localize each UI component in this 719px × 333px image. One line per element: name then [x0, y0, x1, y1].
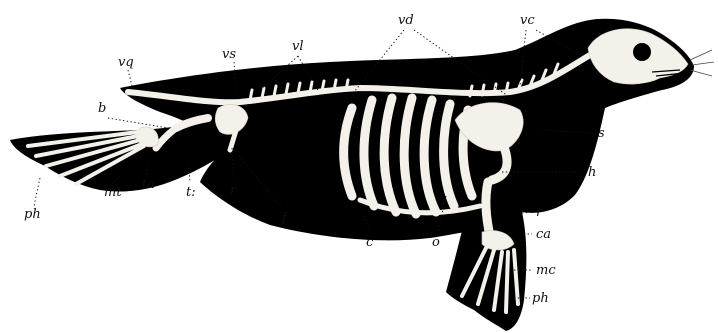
- label-r-hind: r: [230, 183, 237, 198]
- label-s: s: [598, 126, 605, 141]
- label-b: b: [98, 101, 106, 116]
- label-c: c: [366, 235, 374, 250]
- label-ca: ca: [536, 227, 551, 242]
- label-h: h: [588, 165, 596, 180]
- label-r-fore: r: [536, 205, 543, 220]
- label-vl: vl: [292, 39, 304, 54]
- label-mt: mt: [104, 185, 122, 200]
- label-o: o: [432, 235, 440, 250]
- label-vc: vc: [520, 13, 535, 28]
- label-vq: vq: [118, 55, 134, 70]
- label-vd: vd: [398, 13, 414, 28]
- label-mc: mc: [536, 263, 556, 278]
- label-ta: ta: [142, 177, 155, 192]
- label-ph-hind: ph: [24, 207, 41, 222]
- label-vs: vs: [222, 47, 236, 62]
- label-t: t:: [186, 185, 196, 200]
- label-ph-fore: ph: [532, 291, 549, 306]
